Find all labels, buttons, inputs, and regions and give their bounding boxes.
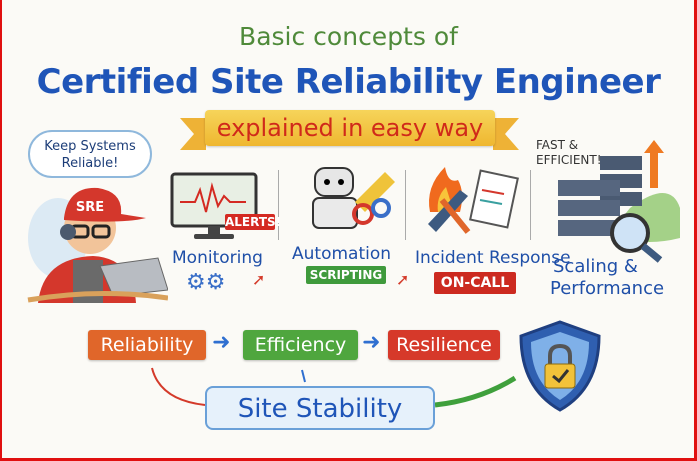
sre-engineer-illustration: SRE	[27, 187, 168, 303]
fire-icon	[428, 167, 519, 234]
arrow-right-icon: ➜	[212, 330, 231, 355]
arrow-right-icon: ➜	[362, 330, 381, 355]
site-stability: Site Stability	[205, 386, 435, 430]
concept-scaling: Scaling &	[553, 256, 638, 277]
pillar-resilience: Resilience	[388, 330, 500, 360]
connector-arrows	[151, 367, 517, 408]
main-title: Certified Site Reliability Engineer	[36, 62, 661, 102]
cap-text: SRE	[76, 200, 104, 215]
concept-monitoring: Monitoring	[172, 248, 263, 268]
monitor-icon	[170, 172, 258, 239]
pillar-reliability: Reliability	[88, 330, 206, 360]
concept-performance: Performance	[550, 278, 665, 299]
concept-incident-response: Incident Response	[415, 248, 571, 268]
divider	[530, 170, 531, 240]
on-call-badge: ON-CALL	[434, 272, 516, 294]
divider	[405, 170, 406, 240]
gears-icon: ⚙⚙	[186, 270, 226, 295]
fast-efficient-note: FAST & EFFICIENT!	[536, 138, 602, 167]
thought-cloud: Keep Systems Reliable!	[28, 130, 152, 178]
robot-icon	[312, 167, 395, 229]
pillar-efficiency: Efficiency	[243, 330, 358, 360]
shield-lock-icon	[519, 320, 601, 412]
ribbon: explained in easy way	[205, 110, 495, 146]
ribbon-tail-left	[180, 118, 206, 150]
scripting-badge: SCRIPTING	[306, 266, 386, 284]
arrow-icon: ➚	[396, 270, 410, 289]
divider	[278, 170, 279, 240]
subtitle: Basic concepts of	[239, 22, 458, 51]
ribbon-tail-right	[493, 118, 519, 150]
arrow-icon: ➚	[252, 270, 266, 289]
server-icon	[558, 140, 680, 263]
concept-automation: Automation	[292, 244, 392, 264]
alerts-badge: ALERTS!	[225, 214, 282, 230]
